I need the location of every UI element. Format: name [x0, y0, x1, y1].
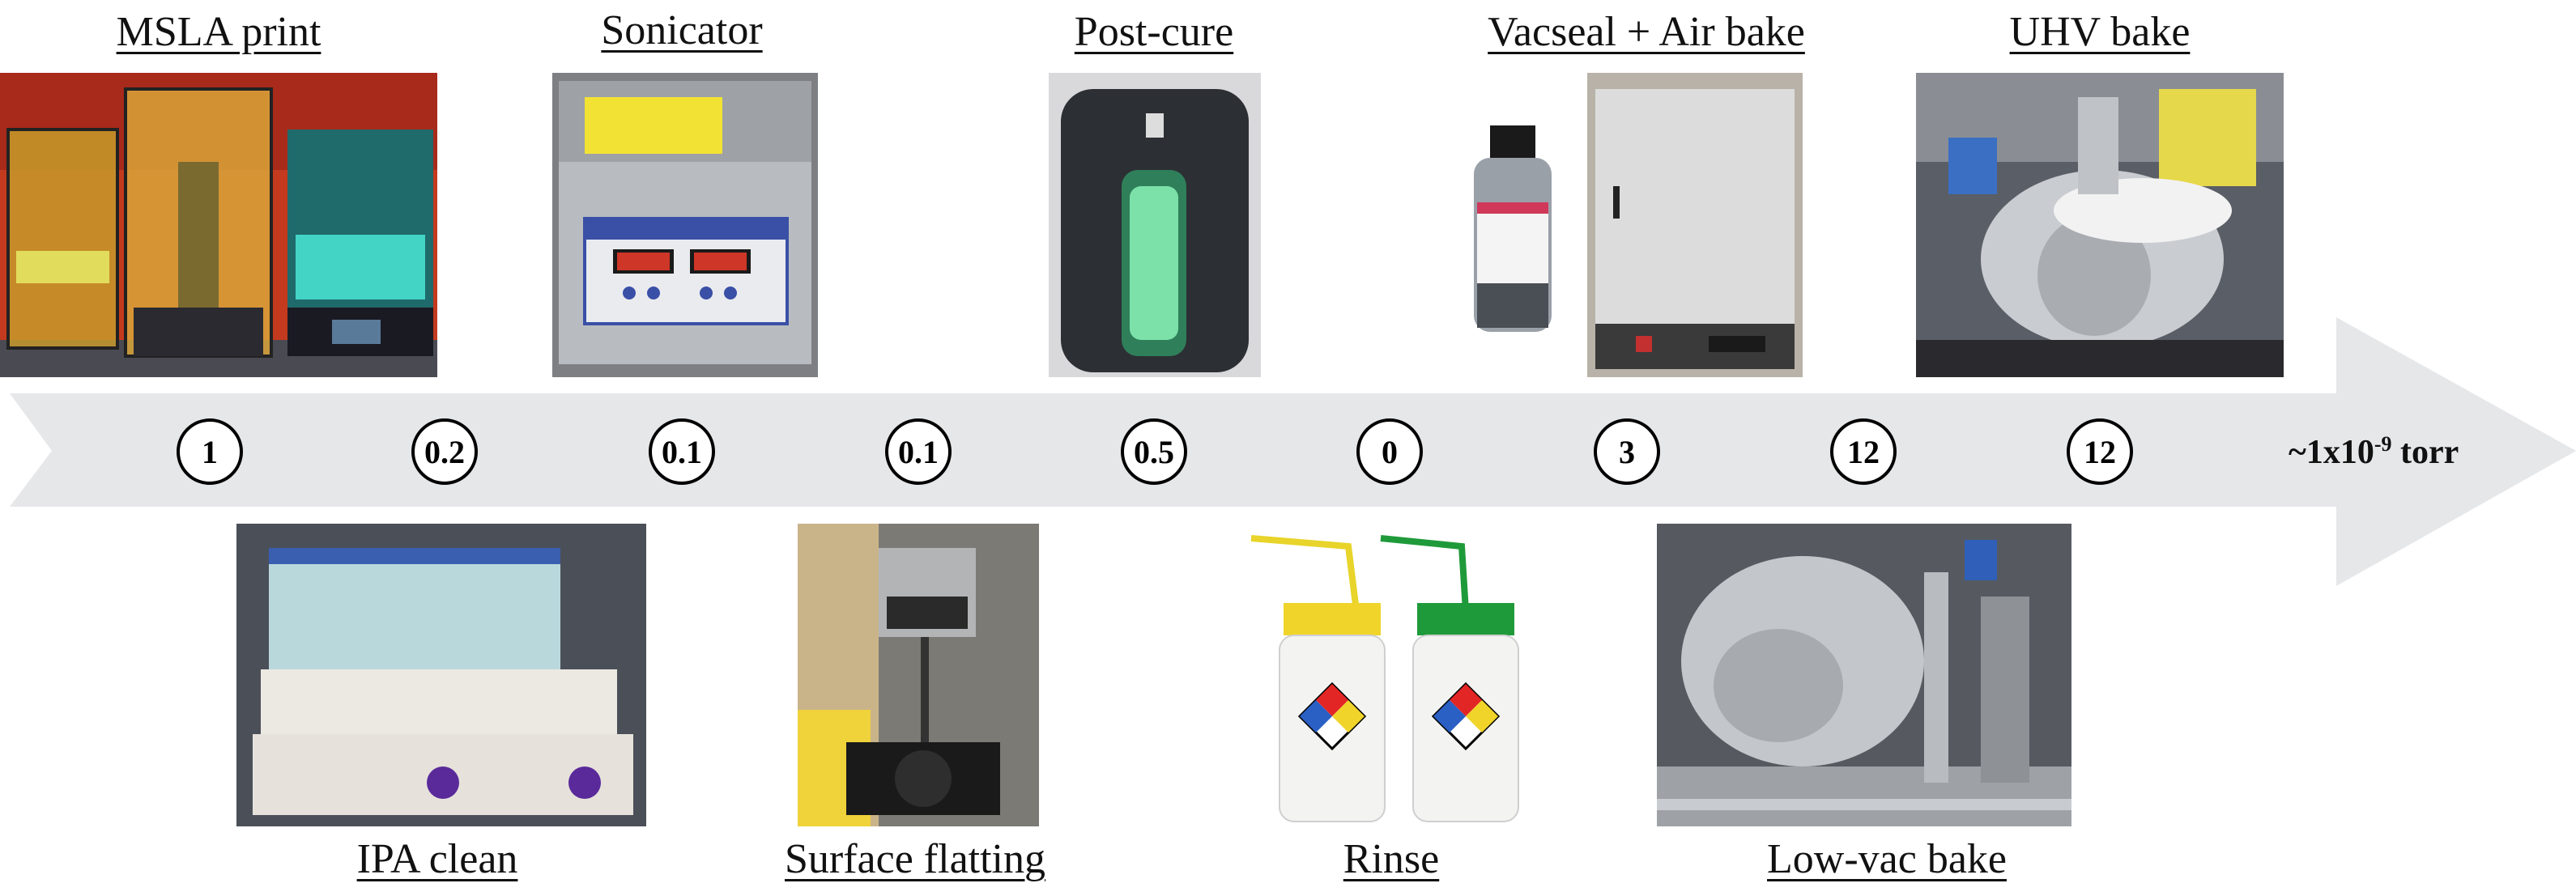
step-label-msla-print: MSLA print: [116, 9, 321, 55]
step-label-rinse: Rinse: [1343, 836, 1440, 882]
vacseal-bottle-photo: [1466, 121, 1560, 340]
pressure-unit: torr: [2391, 434, 2459, 471]
timeline-value-circle: 0.2: [411, 418, 478, 485]
timeline-value-circle: 0.5: [1121, 418, 1187, 485]
timeline-value-circle: 12: [1830, 418, 1897, 485]
air-bake-oven-photo: [1587, 73, 1803, 377]
uhv-bake-photo: [1916, 73, 2284, 377]
sonicator-photo: [552, 73, 818, 377]
timeline-value-circle: 0: [1356, 418, 1423, 485]
msla-printers-photo: [0, 73, 437, 377]
pressure-exponent: -9: [2374, 432, 2392, 456]
timeline-value-circle: 1: [177, 418, 243, 485]
step-label-uhv-bake: UHV bake: [2009, 9, 2191, 55]
step-label-ipa-clean: IPA clean: [356, 836, 518, 882]
final-pressure-label: ~1x10-9 torr: [2289, 432, 2459, 472]
ipa-clean-photo: [236, 524, 646, 826]
step-label-low-vac-bake: Low-vac bake: [1767, 836, 2007, 882]
surface-flatting-photo: [798, 524, 1039, 826]
pressure-prefix: ~1x10: [2289, 434, 2374, 471]
timeline-value-circle: 0.1: [885, 418, 952, 485]
timeline-value-circle: 3: [1594, 418, 1660, 485]
post-cure-photo: [1049, 73, 1261, 377]
step-label-surface-flatting: Surface flatting: [785, 836, 1045, 882]
low-vac-bake-photo: [1657, 524, 2071, 826]
step-label-post-cure: Post-cure: [1074, 9, 1234, 55]
step-label-vacseal-air-bake: Vacseal + Air bake: [1488, 9, 1805, 55]
timeline-value-circle: 0.1: [649, 418, 715, 485]
step-label-sonicator: Sonicator: [601, 7, 763, 53]
timeline-value-circle: 12: [2067, 418, 2133, 485]
rinse-bottles-photo: [1235, 522, 1559, 830]
